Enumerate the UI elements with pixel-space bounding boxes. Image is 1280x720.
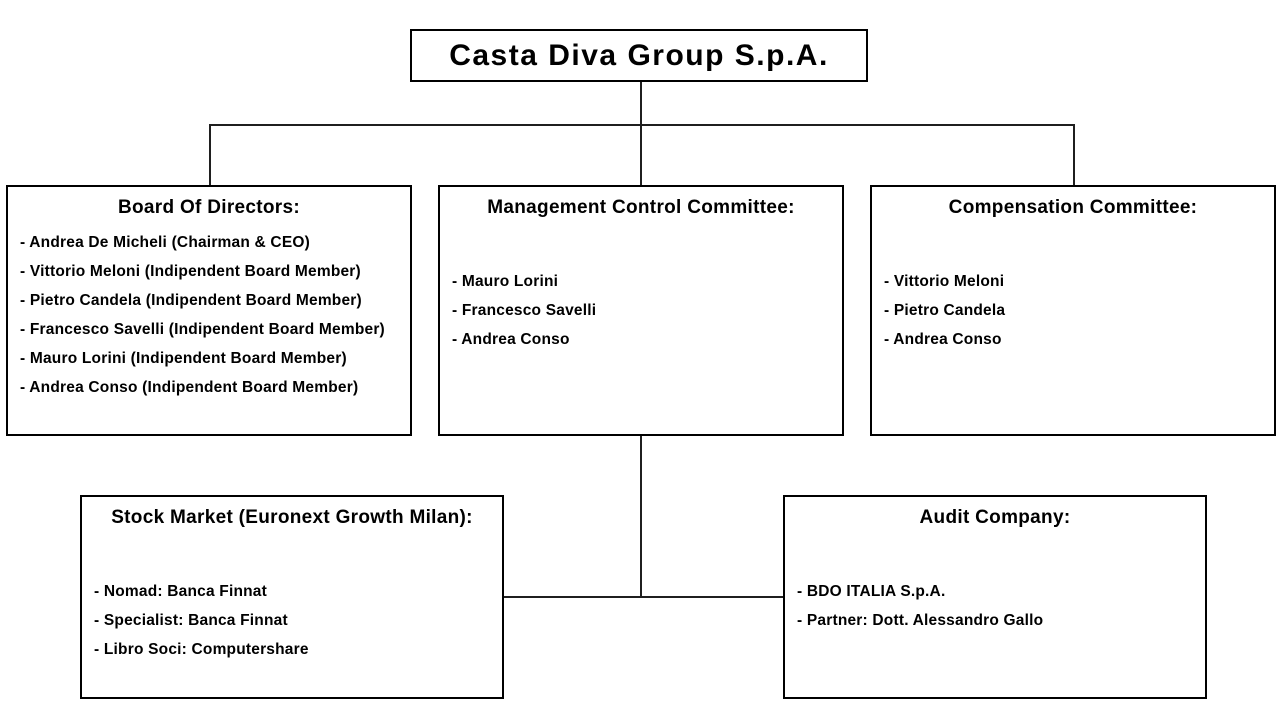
list-item: - Vittorio Meloni (Indipendent Board Mem… [20, 263, 361, 280]
member-list: - BDO ITALIA S.p.A. - Partner: Dott. Ales… [785, 577, 1205, 635]
list-item: - Specialist: Banca Finnat [94, 612, 288, 629]
list-item: - Mauro Lorini (Indipendent Board Member… [20, 350, 347, 367]
member-list: - Vittorio Meloni - Pietro Candela - Andre… [872, 267, 1274, 354]
box-title: Management Control Committee: [487, 197, 795, 218]
org-box-management-control-committee: Management Control Committee: - Mauro Lo… [438, 185, 844, 436]
list-item: - Andrea Conso [452, 331, 570, 348]
org-box-board-of-directors: Board Of Directors: - Andrea De Micheli … [6, 185, 412, 436]
list-item: - Andrea Conso (Indipendent Board Member… [20, 379, 359, 396]
member-list: - Nomad: Banca Finnat - Specialist: Banca… [82, 577, 502, 664]
list-item: - Libro Soci: Computershare [94, 641, 309, 658]
list-item: - Nomad: Banca Finnat [94, 583, 267, 600]
org-box-root: Casta Diva Group S.p.A. [410, 29, 868, 82]
list-item: - Francesco Savelli (Indipendent Board M… [20, 321, 385, 338]
org-box-compensation-committee: Compensation Committee: - Vittorio Melon… [870, 185, 1276, 436]
company-title: Casta Diva Group S.p.A. [449, 38, 829, 72]
connector-line-right-drop [1073, 124, 1075, 185]
list-item: - Mauro Lorini [452, 273, 559, 290]
box-title: Compensation Committee: [948, 197, 1198, 218]
box-title: Stock Market (Euronext Growth Milan): [111, 507, 473, 528]
connector-line-left-drop [209, 124, 211, 185]
list-item: - Andrea Conso [884, 331, 1002, 348]
list-item: - BDO ITALIA S.p.A. [797, 583, 946, 600]
member-list: - Andrea De Micheli (Chairman & CEO) - Vi… [8, 228, 410, 402]
connector-line-bottom-horizontal [504, 596, 783, 598]
box-title: Board Of Directors: [117, 197, 300, 218]
org-box-audit-company: Audit Company: - BDO ITALIA S.p.A. - Part… [783, 495, 1207, 699]
list-item: - Andrea De Micheli (Chairman & CEO) [20, 234, 310, 251]
list-item: - Vittorio Meloni [884, 273, 1005, 290]
org-box-stock-market: Stock Market (Euronext Growth Milan): - … [80, 495, 504, 699]
connector-line-root-drop [640, 82, 642, 185]
box-title: Audit Company: [919, 507, 1071, 528]
list-item: - Francesco Savelli [452, 302, 597, 319]
list-item: - Pietro Candela (Indipendent Board Memb… [20, 292, 362, 309]
connector-line-bottom-drop [640, 436, 642, 597]
list-item: - Partner: Dott. Alessandro Gallo [797, 612, 1044, 629]
list-item: - Pietro Candela [884, 302, 1006, 319]
connector-line-top-horizontal [209, 124, 1074, 126]
member-list: - Mauro Lorini - Francesco Savelli - Andre… [440, 267, 842, 354]
